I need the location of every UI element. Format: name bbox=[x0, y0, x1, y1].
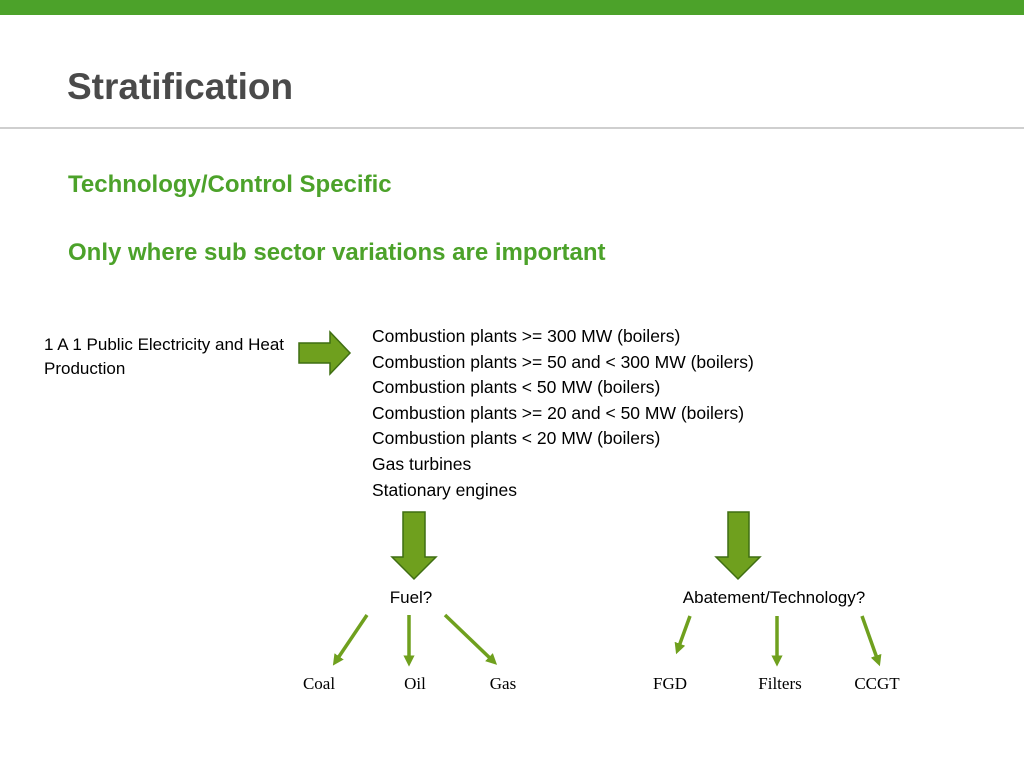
abatement-option-ccgt: CCGT bbox=[854, 674, 900, 693]
slide-title: Stratification bbox=[67, 66, 294, 107]
plant-category-item: Combustion plants >= 50 and < 300 MW (bo… bbox=[372, 351, 754, 372]
down-arrow-abatement-icon bbox=[714, 511, 762, 581]
down-arrow-fuel-icon bbox=[390, 511, 438, 581]
arrow-to-fgd-icon bbox=[674, 615, 692, 655]
plant-category-list: Combustion plants >= 300 MW (boilers) Co… bbox=[372, 324, 754, 503]
abatement-question-label: Abatement/Technology? bbox=[682, 588, 866, 607]
fuel-option-coal: Coal bbox=[302, 674, 336, 693]
arrow-to-coal-icon bbox=[332, 614, 369, 666]
plant-category-item: Combustion plants >= 20 and < 50 MW (boi… bbox=[372, 402, 745, 423]
plant-category-item: Stationary engines bbox=[372, 479, 517, 500]
abatement-option-filters: Filters bbox=[758, 674, 802, 693]
subtitle-technology: Technology/Control Specific bbox=[68, 171, 392, 198]
source-sector-label: 1 A 1 Public Electricity and Heat Produc… bbox=[44, 335, 285, 378]
fuel-option-gas: Gas bbox=[489, 674, 517, 693]
arrow-to-gas-icon bbox=[443, 613, 498, 665]
fuel-question-label: Fuel? bbox=[389, 588, 433, 607]
abatement-option-fgd: FGD bbox=[652, 674, 688, 693]
arrow-to-ccgt-icon bbox=[860, 615, 882, 667]
plant-category-item: Combustion plants >= 300 MW (boilers) bbox=[372, 326, 681, 346]
fuel-option-oil: Oil bbox=[404, 674, 426, 693]
subtitle-variations: Only where sub sector variations are imp… bbox=[68, 239, 606, 266]
plant-category-item: Combustion plants < 20 MW (boilers) bbox=[372, 428, 661, 449]
plant-category-item: Combustion plants < 50 MW (boilers) bbox=[372, 377, 661, 398]
plant-category-item: Gas turbines bbox=[372, 453, 472, 474]
right-arrow-icon bbox=[298, 330, 352, 376]
top-accent-bar bbox=[0, 0, 1024, 15]
title-divider bbox=[0, 127, 1024, 129]
